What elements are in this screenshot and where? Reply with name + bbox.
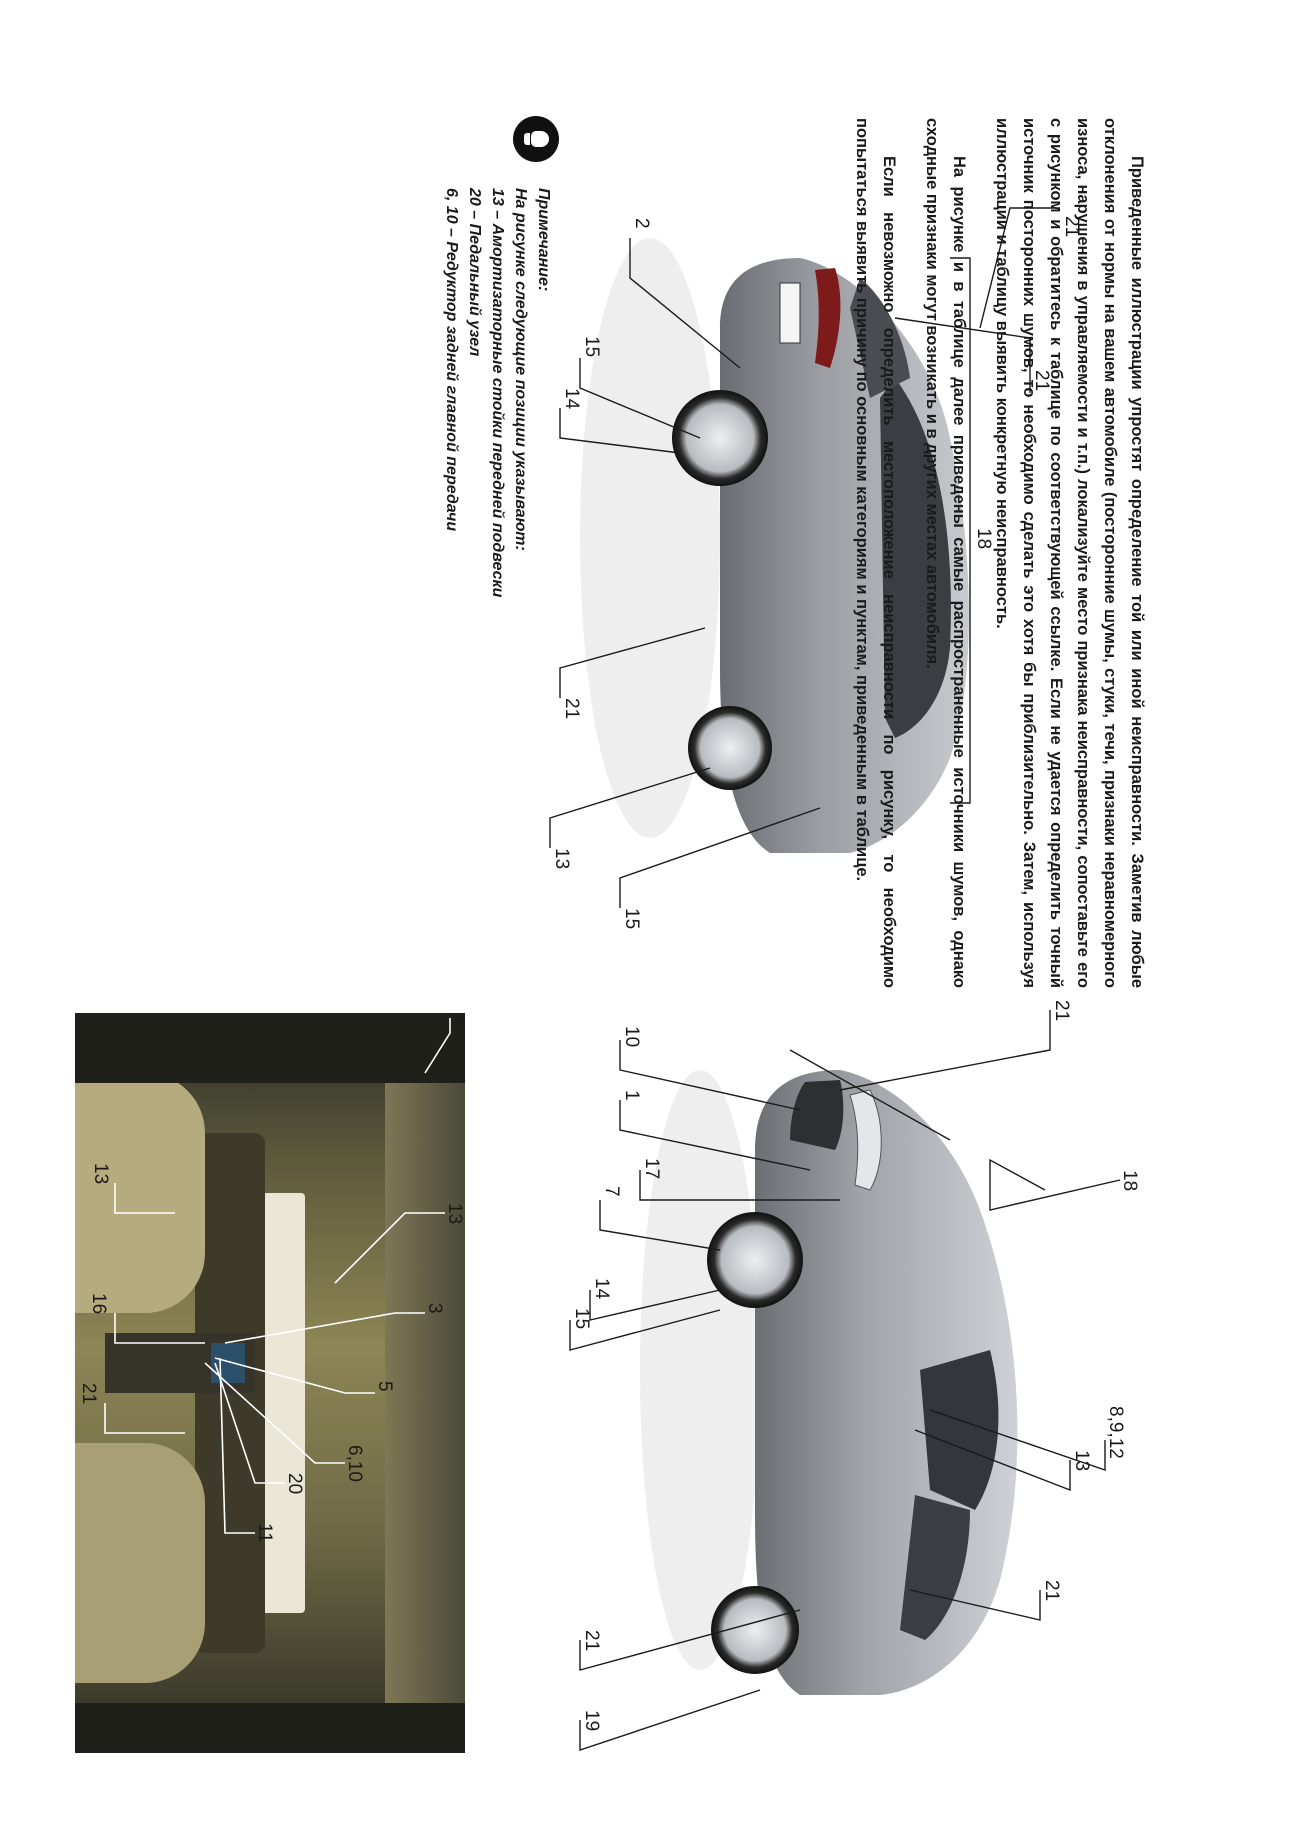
- interior-label-1: 4: [448, 1015, 465, 1026]
- front-label-12: 21: [581, 1630, 602, 1651]
- rear-label-8: 13: [551, 848, 572, 869]
- paragraph-1: Приведенные иллюстрации упростят определ…: [993, 118, 1146, 988]
- front-label-2: 10: [621, 1026, 642, 1047]
- note-item-1: 13 – Амортизаторные стойки передней подв…: [489, 188, 506, 598]
- note-body: Примечание: На рисунке следующие позиции…: [440, 188, 555, 948]
- rear-label-9: 15: [621, 908, 642, 929]
- front-label-5: 18: [1119, 1170, 1140, 1191]
- interior-label-2: 13: [444, 1203, 465, 1224]
- rear-label-2: 21: [1061, 216, 1082, 237]
- interior-label-5: 6,10: [344, 1445, 365, 1482]
- paragraph-3: Если невозможно определить местоположени…: [853, 118, 898, 988]
- interior-label-6: 20: [284, 1473, 305, 1494]
- note-item-2: 20 – Педальный узел: [466, 188, 483, 357]
- rear-label-7: 21: [561, 698, 582, 719]
- front-label-11: 21: [1041, 1580, 1062, 1601]
- front-label-10: 15: [571, 1308, 592, 1329]
- interior-label-3: 3: [424, 1303, 445, 1314]
- note-title: Примечание:: [535, 188, 552, 292]
- front-label-13: 19: [581, 1710, 602, 1731]
- interior-label-4: 5: [374, 1381, 395, 1392]
- front-label-6: 7: [601, 1186, 622, 1197]
- front-label-8: 13: [1071, 1450, 1092, 1471]
- interior-photo: 4 13 3 5 6,10 20 11 13 16 21: [75, 1013, 465, 1753]
- interior-label-8: 13: [90, 1163, 111, 1184]
- front-car-illustration: 21 10 1 17 18 7 8,9,12 13 14 15 21 21 19: [490, 990, 1140, 1780]
- interior-label-9: 16: [88, 1293, 109, 1314]
- note-item-3: 6, 10 – Редуктор задней главной передачи: [443, 188, 460, 532]
- front-label-9: 14: [591, 1278, 612, 1300]
- interior-label-7: 11: [254, 1523, 275, 1543]
- front-label-3: 1: [621, 1090, 642, 1101]
- rear-label-6: 18: [973, 528, 994, 549]
- rear-label-4: 15: [581, 336, 602, 357]
- front-label-7: 8,9,12: [1105, 1406, 1126, 1459]
- rear-label-5: 14: [561, 388, 582, 410]
- rear-label-3: 2: [631, 218, 652, 229]
- text-block: Приведенные иллюстрации упростят определ…: [832, 118, 1150, 988]
- front-label-1: 21: [1051, 1000, 1072, 1021]
- lightbulb-icon: [513, 116, 559, 162]
- interior-label-10: 21: [78, 1383, 99, 1404]
- rear-label-1: 21: [1031, 370, 1052, 391]
- paragraph-2: На рисунке и в таблице далее приведены с…: [923, 118, 968, 988]
- note-intro: На рисунке следующие позиции указывают:: [512, 188, 529, 551]
- front-label-4: 17: [641, 1158, 662, 1179]
- rear-car-illustration: 21 21 2 15 14 18 21 13 15: [480, 108, 1100, 938]
